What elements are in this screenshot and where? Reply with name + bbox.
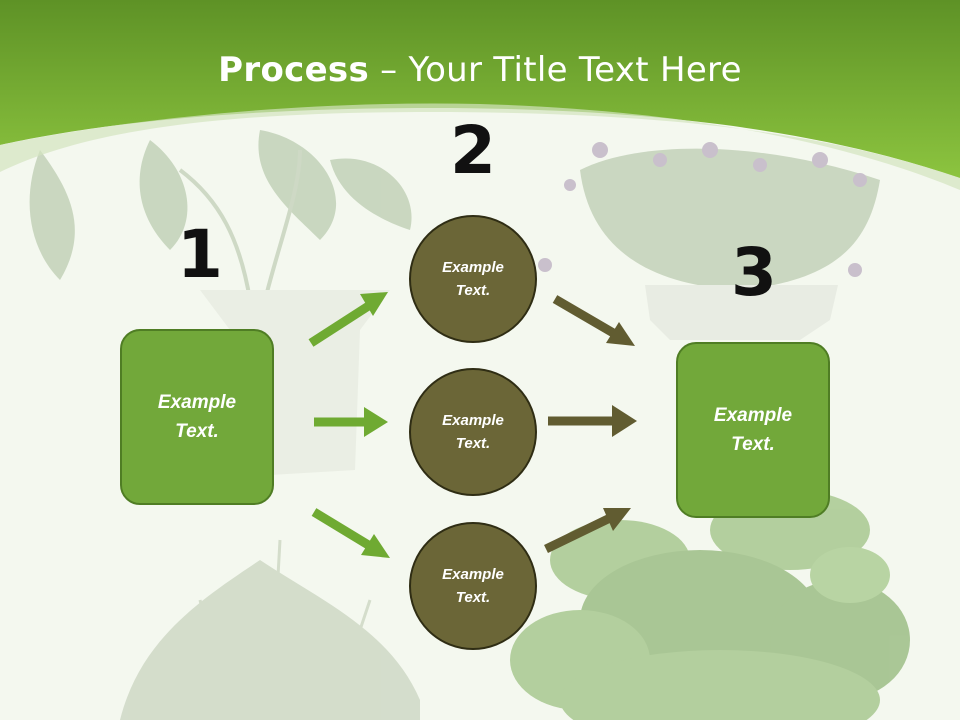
step-2-circle-middle[interactable]: Example Text. (409, 368, 537, 496)
title-rest: – Your Title Text Here (369, 50, 742, 90)
plant-image-bottom-left (120, 539, 420, 720)
olive-arrow-icon-middle (548, 405, 637, 437)
step-2-circle-bottom[interactable]: Example Text. (409, 522, 537, 650)
green-arrow-icon-up (308, 292, 388, 347)
page-title: Process – Your Title Text Here (0, 50, 960, 90)
step-1-box[interactable]: Example Text. (120, 329, 274, 505)
step-number-1: 1 (177, 216, 223, 293)
step-3-label: Example Text. (713, 405, 793, 455)
step-3-box[interactable]: Example Text. (676, 342, 830, 518)
step-2-circle-top[interactable]: Example Text. (409, 215, 537, 343)
circle-top-label: Example Text. (442, 259, 504, 299)
step-number-3: 3 (731, 234, 777, 311)
header-band (0, 0, 960, 178)
olive-arrow-icon-down (552, 295, 635, 346)
circle-bottom-label: Example Text. (442, 566, 504, 606)
step-number-2: 2 (450, 112, 496, 189)
green-arrow-icon-middle (314, 407, 388, 437)
title-bold: Process (218, 50, 370, 90)
plant-image-bottom-right (510, 490, 910, 720)
olive-arrow-icon-up (544, 508, 631, 554)
step-1-label: Example Text. (157, 392, 237, 442)
circle-middle-label: Example Text. (442, 412, 504, 452)
plant-image-top-right (538, 142, 880, 340)
green-arrow-icon-down (311, 508, 390, 558)
